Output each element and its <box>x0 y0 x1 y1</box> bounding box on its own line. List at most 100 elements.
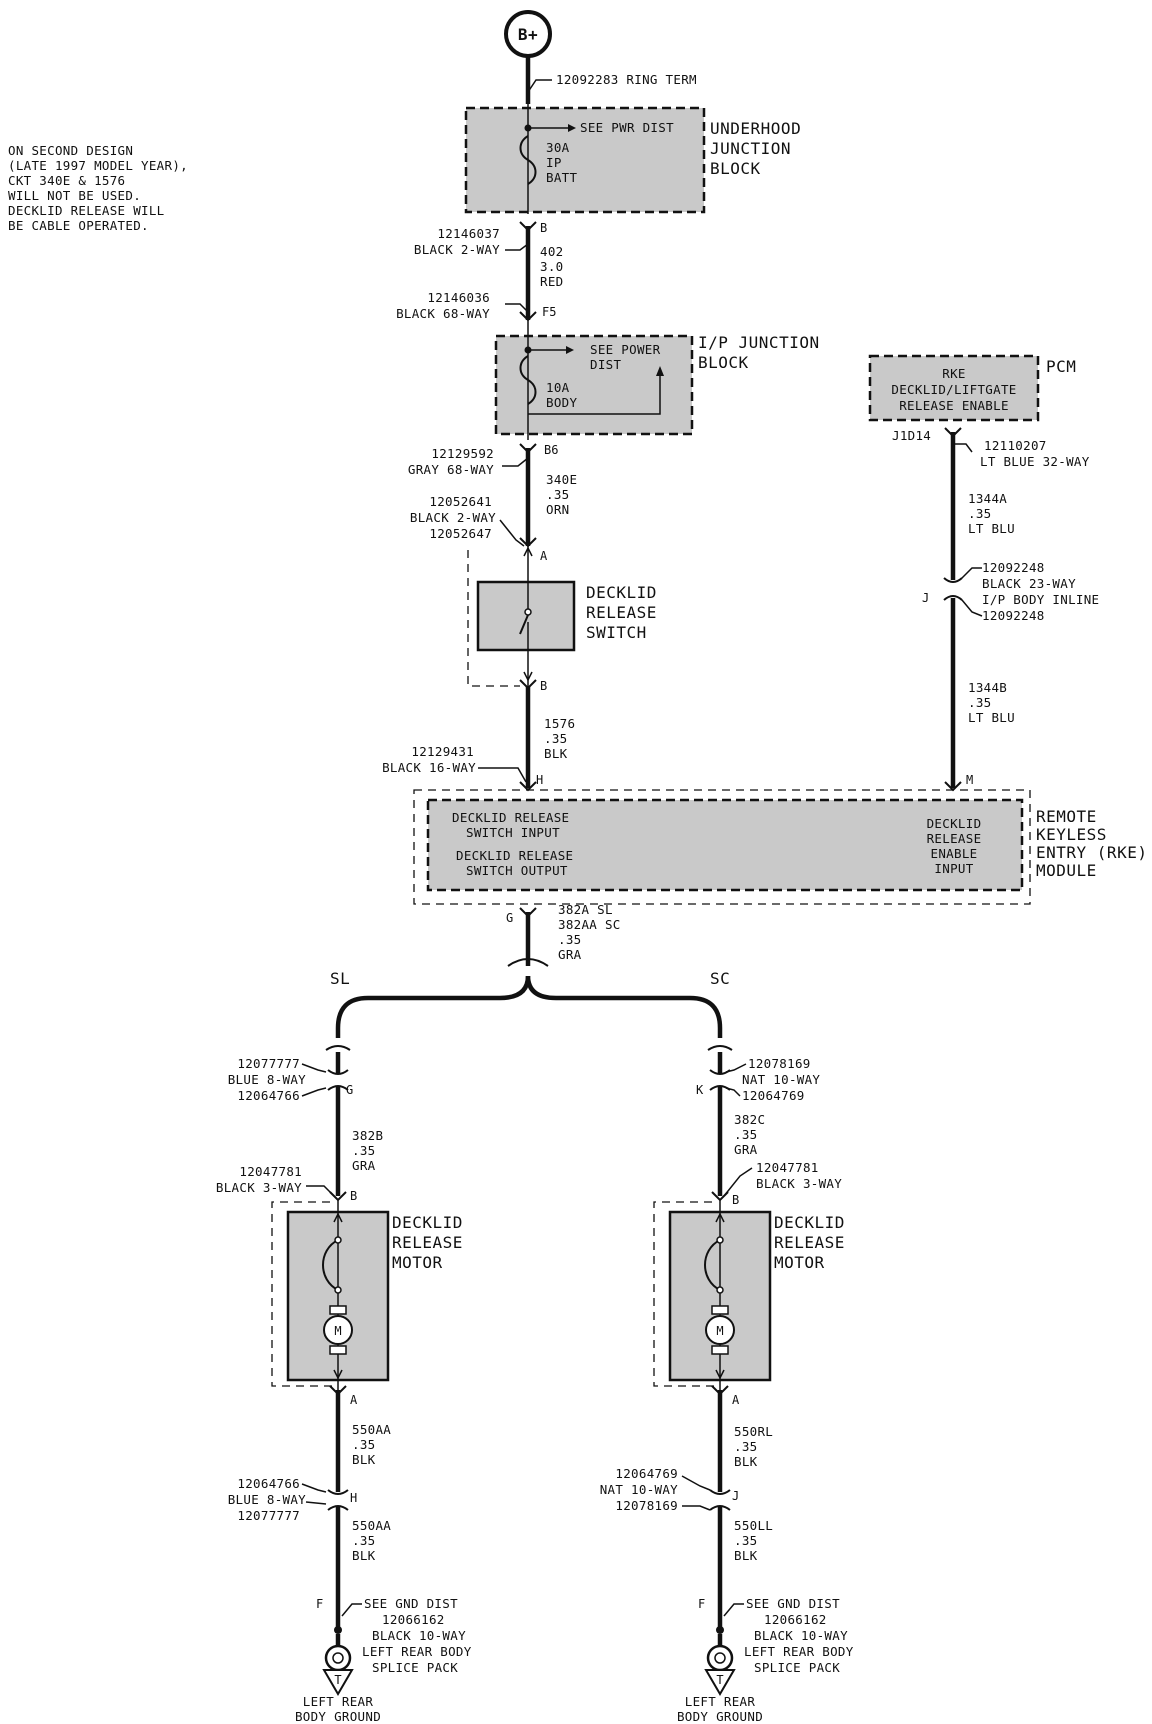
ground-name: BODY GROUND <box>295 1709 381 1724</box>
pcm-box <box>868 354 1040 422</box>
wire-color: BLK <box>734 1548 758 1563</box>
arrow-head-icon <box>566 346 574 354</box>
rke-module: DECKLID RELEASE SWITCH INPUT DECKLID REL… <box>413 789 1147 905</box>
connector-leader <box>723 1167 753 1197</box>
pin-label: G <box>506 911 513 925</box>
connector-leader <box>301 1063 327 1073</box>
ground-type: BLACK 10-WAY <box>754 1628 848 1643</box>
ground-part: 12066162 <box>382 1612 445 1627</box>
connector-part: 12077777 <box>237 1056 300 1071</box>
underhood-fuse-name: BATT <box>546 170 577 185</box>
connector-leader <box>682 1505 711 1511</box>
wire-color: BLK <box>734 1454 758 1469</box>
wire-gauge: .35 <box>734 1533 757 1548</box>
connector-type: BLACK 3-WAY <box>216 1180 302 1195</box>
wire-circuit: 1344A <box>968 491 1007 506</box>
arrow-head-icon <box>333 1212 343 1223</box>
connector-type: GRAY 68-WAY <box>408 462 494 477</box>
ring-term-label: 12092283 RING TERM <box>556 72 697 87</box>
connector-leader <box>341 1603 362 1617</box>
pin-label: K <box>696 1083 704 1097</box>
arrow-head-icon <box>715 1212 725 1223</box>
wire-circuit: 402 <box>540 244 563 259</box>
circuit-breaker-icon <box>322 1239 339 1291</box>
battery-label: B+ <box>518 25 538 44</box>
arrow-head-icon <box>568 124 576 132</box>
motor-outline <box>271 1201 334 1387</box>
inline-connector-icon <box>943 595 963 601</box>
connector-part: 12146037 <box>437 226 500 241</box>
rke-output-label: SWITCH OUTPUT <box>466 863 568 878</box>
contact-dot <box>334 1236 342 1244</box>
pin-label: J1D14 <box>892 428 931 443</box>
motor-brush <box>711 1345 729 1355</box>
connector-type: BLUE 8-WAY <box>228 1072 306 1087</box>
note-line: CKT 340E & 1576 <box>8 173 125 188</box>
wire-circuit: 382A SL <box>558 902 613 917</box>
connector-leader <box>954 443 973 453</box>
splice-dot <box>524 124 532 132</box>
ip-see: SEE POWER <box>590 342 661 357</box>
option-break-icon <box>325 1045 351 1051</box>
pin-label: M <box>966 773 973 787</box>
underhood-block-name: BLOCK <box>710 159 761 178</box>
splice-dot <box>334 1626 342 1634</box>
switch-name: DECKLID <box>586 583 657 602</box>
ring-terminal-hole <box>332 1652 344 1664</box>
connector-type: BLACK 16-WAY <box>382 760 476 775</box>
ip-see: DIST <box>590 357 621 372</box>
ground-icon <box>704 1669 736 1696</box>
branch-label-sl: SL <box>330 969 350 988</box>
inline-connector-icon <box>327 1489 349 1495</box>
connector-part: 12047781 <box>239 1164 302 1179</box>
ground-symbol: T <box>334 1673 341 1687</box>
underhood-fuse-rating: 30A <box>546 140 570 155</box>
motor-name: RELEASE <box>774 1233 845 1252</box>
wire-circuit: 382B <box>352 1128 383 1143</box>
decklid-release-switch: DECKLID RELEASE SWITCH <box>467 546 657 687</box>
wire-circuit: 550AA <box>352 1518 391 1533</box>
switch-name: RELEASE <box>586 603 657 622</box>
pin-label: F <box>316 1597 323 1611</box>
note-line: WILL NOT BE USED. <box>8 188 141 203</box>
ground-dist: SEE GND DIST <box>364 1596 458 1611</box>
pin-label: J <box>922 591 929 605</box>
pin-label: G <box>346 1083 353 1097</box>
connector-part: 12092248 <box>982 560 1045 575</box>
pin-label: B <box>540 679 547 693</box>
pcm: RKE DECKLID/LIFTGATE RELEASE ENABLE PCM … <box>868 354 1099 792</box>
wire-gauge: .35 <box>734 1439 757 1454</box>
connector-type: BLACK 3-WAY <box>756 1176 842 1191</box>
wire-circuit: 340E <box>546 472 577 487</box>
connector-leader <box>301 1087 327 1097</box>
ip-fuse-rating: 10A <box>546 380 570 395</box>
motor-icon <box>705 1315 735 1345</box>
battery-terminal: B+ 12092283 RING TERM <box>504 10 697 104</box>
left-branch: 12077777 BLUE 8-WAY 12064766 G 382B .35 … <box>216 1045 471 1724</box>
right-branch: 12078169 NAT 10-WAY 12064769 K 382C .35 … <box>600 1045 853 1724</box>
rke-enable-label: DECKLID <box>927 816 982 831</box>
ground-location: SPLICE PACK <box>372 1660 458 1675</box>
connector-leader <box>502 457 529 467</box>
design-note: ON SECOND DESIGN (LATE 1997 MODEL YEAR),… <box>8 143 188 233</box>
wire-gauge: .35 <box>558 932 581 947</box>
connector-part: 12064769 <box>742 1088 805 1103</box>
return-path <box>528 372 661 415</box>
note-line: DECKLID RELEASE WILL <box>8 203 165 218</box>
pin-label: B <box>350 1189 357 1203</box>
ring-term-leader <box>527 79 552 93</box>
connector-part: 12047781 <box>756 1160 819 1175</box>
connector-type: BLACK 68-WAY <box>396 306 490 321</box>
wire-gauge: .35 <box>352 1437 375 1452</box>
underhood-see: SEE PWR DIST <box>580 120 674 135</box>
rke-name: ENTRY (RKE) <box>1036 843 1147 862</box>
connector-leader <box>305 1501 327 1505</box>
wire-gauge: .35 <box>734 1127 757 1142</box>
connector-leader <box>723 1603 744 1617</box>
wire-340e: B6 12129592 GRAY 68-WAY 340E .35 ORN 120… <box>408 443 577 563</box>
option-break-icon <box>707 1045 733 1051</box>
ground-name: BODY GROUND <box>677 1709 763 1724</box>
connector-leader <box>301 1483 327 1493</box>
wire-color: LT BLU <box>968 710 1015 725</box>
note-line: (LATE 1997 MODEL YEAR), <box>8 158 188 173</box>
